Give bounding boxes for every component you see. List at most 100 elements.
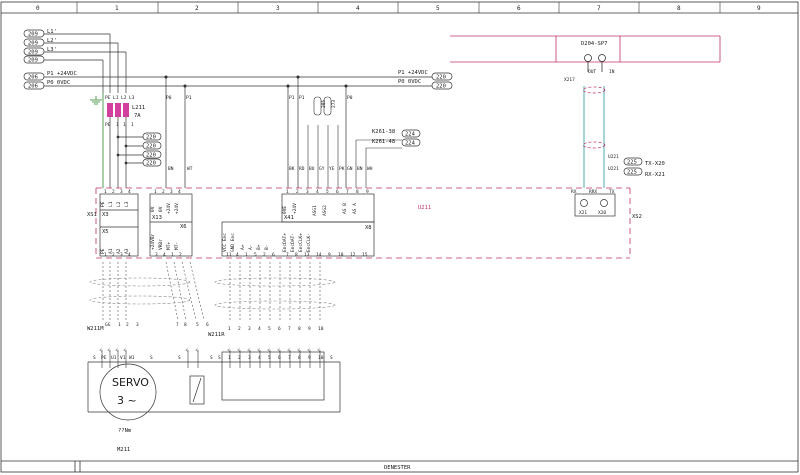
pin-number: 3 [120,252,123,258]
core-number: 6 [278,326,281,332]
core-number: 9 [308,326,311,332]
crossref-220-tags [142,132,162,167]
motor-pin: S [93,355,96,361]
encoder-pin: 10 [318,355,324,361]
pin-number: 11 [226,252,232,258]
cable-tag: W211M [87,326,104,332]
cable-tag: W211R [208,332,225,338]
supply-taps [164,75,348,188]
x41-pin: 0VE [282,206,288,214]
pin-number: 4 [163,252,166,258]
contactor-pin: L2 [121,95,127,101]
brake-pin: S [210,355,213,361]
ruler-label: 3 [276,5,280,12]
signal-label: TX-X20 [645,161,665,167]
ref-tag: 206 [28,84,38,90]
motor-arrows [102,350,321,368]
ruler-label: 5 [436,5,440,12]
ground-icon [90,96,102,105]
connector-label: X217 [564,77,575,83]
wire-color: BN [357,166,363,172]
tap-marker: P1 [289,95,295,101]
contactor-pin: PE [105,122,111,128]
ref-tag: 209 [28,32,38,38]
power-rails [44,33,432,93]
x5-pin: A2 [116,248,122,254]
pin-number: 1 [104,189,107,195]
ref-tag: 220 [146,153,156,159]
terminal-label: X5 [102,229,109,235]
core-number: 7 [288,326,291,332]
x6-pin: VRBr [158,239,164,250]
terminal-label: X13 [152,215,162,221]
motor-pin: V1 [120,355,126,361]
core-number: 2 [238,326,241,332]
motor-tag: M211 [117,447,130,453]
supply-label-p1: P1 +24VDC [398,70,428,76]
encoder-pin: 5 [268,355,271,361]
motor-pin: U1 [111,355,117,361]
contactor-pin: L1 [113,95,119,101]
x8-pin: B- [264,245,270,250]
encoder-pin: 7 [288,355,291,361]
pin-number: 3 [170,189,173,195]
module-title: D204-SP7 [581,41,608,47]
encoder-pin: S [218,355,221,361]
contactor-outputs [109,117,143,188]
motor-pin: W1 [129,355,135,361]
ref-tag: 225 [627,160,637,166]
pin-number: 4 [316,189,319,195]
pin-number: 2 [179,252,182,258]
x6-pin: MT+ [166,242,172,250]
pin-number: 7 [286,252,289,258]
drive-u211-outline [95,187,631,259]
pin-number: 1 [286,189,289,195]
signal-label: RX-X21 [645,172,665,178]
port-label: OUT [588,69,596,75]
pin-number: 1 [104,252,107,258]
terminal-x13 [149,193,193,257]
ref-tag: 220 [436,75,446,81]
x5-pin: A1 [108,248,114,254]
brake-pin: S [178,355,181,361]
port-label: TX [609,189,615,195]
pin-number: 6 [272,252,275,258]
ruler-label: 9 [757,5,761,12]
x13-pin: +24V [174,203,180,214]
pin-number: 12 [350,252,356,258]
supply-label-p1: P1 +24VDC [47,71,77,77]
contactor-tag: L211 [132,105,145,111]
core-number: 3 [248,326,251,332]
pin-number: 1 [154,189,157,195]
tap-marker: P0 [347,95,353,101]
x6-pin: MT- [174,242,180,250]
motor-type: SERVO [112,376,149,389]
core-number: 3 [136,322,139,328]
phase-label: L2' [47,38,57,44]
contactor-l211 [102,93,129,188]
x41-pin: ASG1 [312,205,318,216]
pin-number: 4 [178,189,181,195]
encoder-pin: 6 [278,355,281,361]
motor-phase: 3 ~ [117,394,137,407]
pin-number: 8 [295,252,298,258]
contactor-pin: PE [105,95,111,101]
pin-number: 2 [263,252,266,258]
wire-color: RD [299,166,305,172]
encoder-pin: 1 [228,355,231,361]
pin-number: 7 [346,189,349,195]
x8-pin: EncDAT- [290,233,296,252]
x13-pin: +24V [166,203,172,214]
contactor-pin: L3 [129,95,135,101]
wire-color: BU [309,166,315,172]
pin-number: 1 [245,252,248,258]
x8-pin: A- [248,245,254,250]
x8-pin: GND Enc [230,233,236,252]
ref-tag: 220 [146,144,156,150]
ref-tag: 209 [28,50,38,56]
ref-tag: 224 [405,132,416,138]
motor-cables [102,261,321,322]
pin-number: 9 [366,189,369,195]
core-number: 8 [298,326,301,332]
